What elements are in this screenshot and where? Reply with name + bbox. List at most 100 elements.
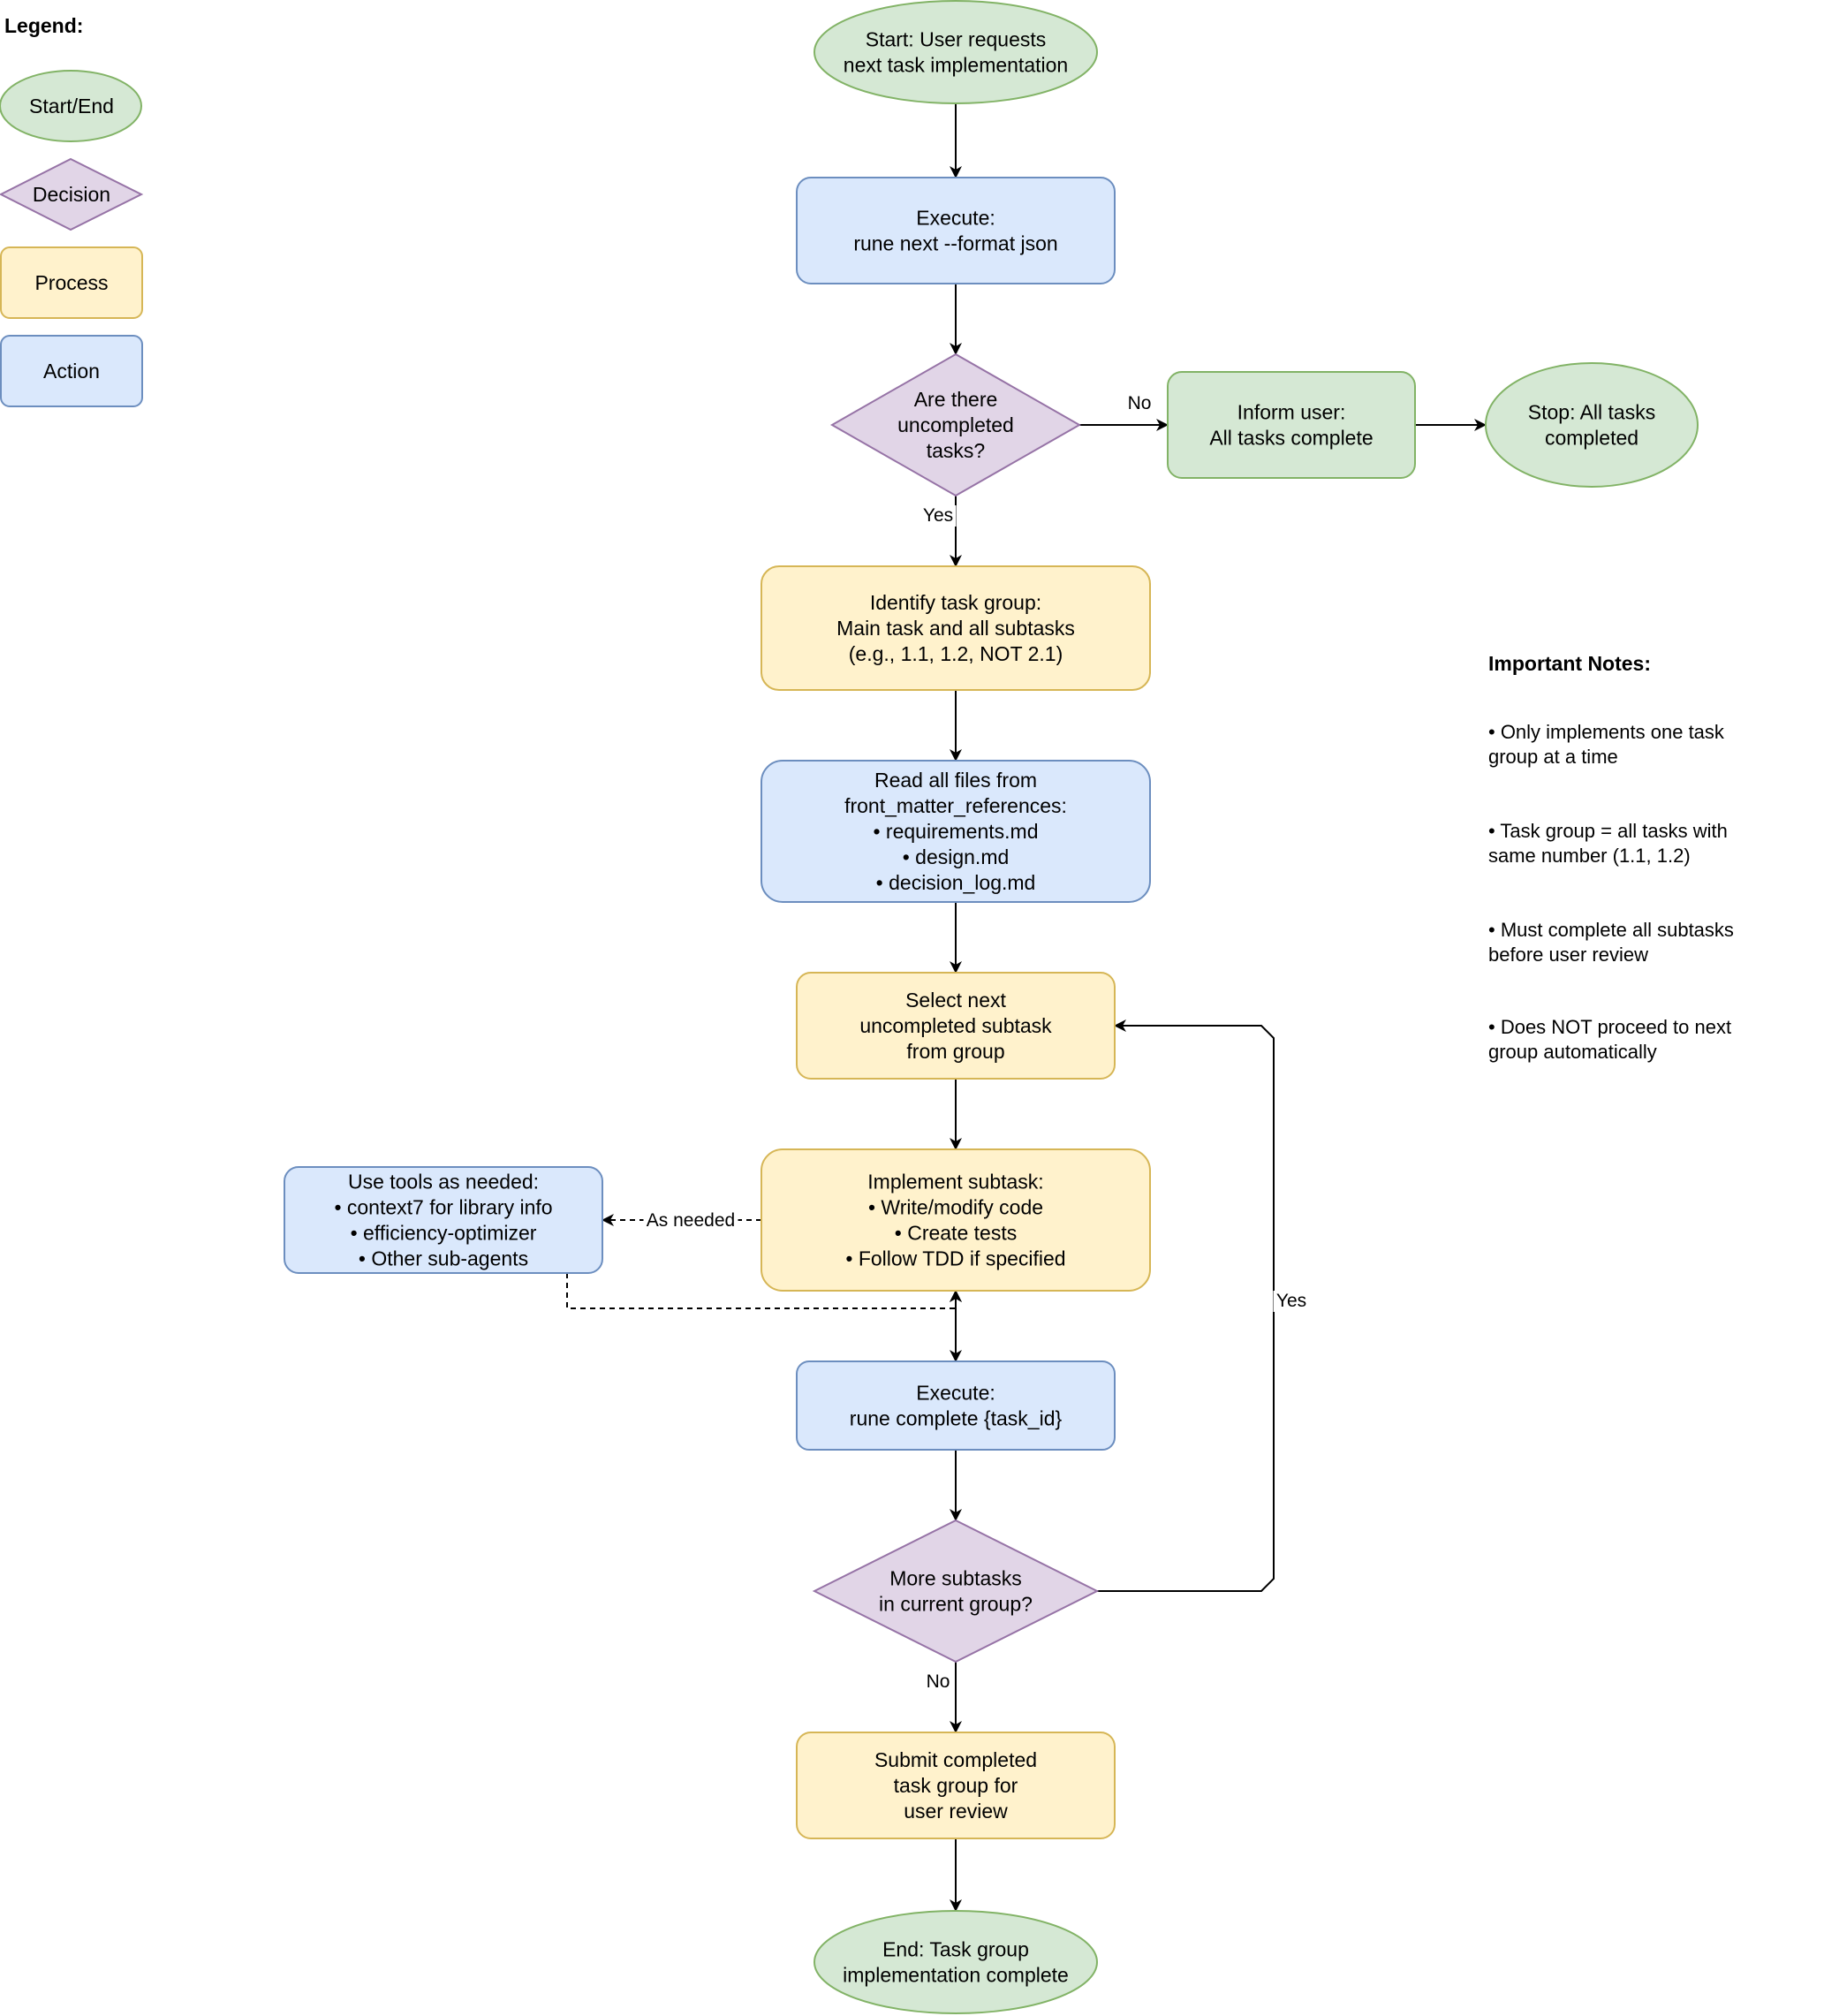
implement-label-line: Implement subtask: [867, 1171, 1043, 1194]
submit-label-line: Submit completed [874, 1748, 1037, 1771]
important-notes: Important Notes: • Only implements one ta… [1488, 652, 1734, 1063]
more-subtasks-shape [812, 1519, 1100, 1664]
read-files-label-line: Read all files from [874, 769, 1037, 792]
use-tools-label-line: Use tools as needed: [348, 1171, 539, 1194]
use-tools-label-line: • context7 for library info [334, 1196, 552, 1219]
select-subtask-label-line: Select next [905, 989, 1006, 1012]
select-subtask-shape [796, 972, 1116, 1080]
implement-label-line: • Write/modify code [868, 1196, 1043, 1219]
check-uncompleted-shape [829, 352, 1082, 497]
use-tools-label: Use tools as needed:• context7 for libra… [334, 1171, 552, 1270]
note-item-line: • Does NOT proceed to next [1488, 1016, 1731, 1038]
check-uncompleted-label-line: tasks? [927, 439, 985, 462]
check-uncompleted-label-line: Are there [914, 388, 998, 411]
legend-swatch-start-end [0, 70, 142, 142]
edge-label-bg-more-yes [1273, 1291, 1310, 1312]
execute-next-label: Execute:rune next --format json [853, 207, 1057, 255]
check-uncompleted-label-line: uncompleted [897, 413, 1014, 436]
edge-label-check-yes: Yes [923, 505, 953, 526]
identify-group-shape [761, 565, 1151, 691]
end-label-line: implementation complete [843, 1964, 1069, 1987]
legend-swatch-process [0, 246, 143, 319]
note-item-line: same number (1.1, 1.2) [1488, 845, 1691, 867]
legend-item-process: Process [0, 246, 143, 319]
edge-line-more-yes [1097, 1019, 1275, 1592]
submit-label: Submit completed task group for user revie… [874, 1748, 1037, 1823]
submit-label-line: user review [904, 1800, 1008, 1823]
read-files-label-line: • design.md [903, 845, 1010, 868]
execute-next-shape [796, 177, 1116, 284]
start-label-line: next task implementation [844, 54, 1068, 77]
implement-shape [761, 1148, 1151, 1292]
execute-complete-shape [796, 1360, 1116, 1451]
edge-label-bg-implement-to-tools [643, 1210, 738, 1232]
inform-user-label-line: All tasks complete [1209, 427, 1373, 450]
use-tools-shape [284, 1166, 603, 1274]
identify-group-label-line: (e.g., 1.1, 1.2, NOT 2.1) [849, 642, 1063, 665]
execute-next-node: Execute:rune next --format json [796, 177, 1116, 284]
notes-title: Important Notes: [1488, 652, 1651, 675]
legend-title: Legend: [4, 14, 83, 37]
implement-label-line: • Create tests [895, 1222, 1017, 1245]
edge-label-more-no: No [927, 1671, 950, 1692]
edge-label-implement-to-tools: As needed [647, 1210, 735, 1231]
select-subtask-label-line: from group [906, 1040, 1004, 1063]
edge-label-more-yes: Yes [1276, 1291, 1306, 1311]
submit-shape [796, 1732, 1116, 1839]
start-shape [814, 0, 1098, 104]
legend-item-start-end: Start/End [0, 70, 142, 142]
start-label-line: Start: User requests [866, 28, 1047, 51]
legend-swatch-decision [0, 157, 144, 231]
execute-next-label-line: rune next --format json [853, 232, 1057, 255]
note-item: • Task group = all tasks with same number… [1488, 820, 1728, 867]
submit-label-line: task group for [894, 1774, 1018, 1797]
edge-check-no: No [1079, 393, 1169, 431]
implement-label-line: • Follow TDD if specified [845, 1247, 1065, 1270]
more-subtasks-label-line: More subtasks [889, 1567, 1022, 1590]
note-item-line: • Must complete all subtasks [1488, 919, 1734, 941]
note-item-line: before user review [1488, 944, 1648, 966]
identify-group-label-line: Main task and all subtasks [836, 617, 1075, 640]
start-label: Start: User requests next task implementa… [844, 28, 1068, 77]
edge-check-yes: Yes [920, 496, 962, 567]
inform-user-label-line: Inform user: [1237, 401, 1346, 424]
inform-user-label: Inform user: All tasks complete [1209, 401, 1373, 450]
start-node: Start: User requests next task implementa… [814, 0, 1098, 104]
submit-node: Submit completed task group for user revie… [796, 1732, 1116, 1839]
execute-complete-label-line: rune complete {task_id} [850, 1407, 1063, 1430]
legend-label-start-end: Start/End [29, 95, 114, 117]
edge-label-bg-more-no [925, 1671, 951, 1693]
read-files-label-line: • decision_log.md [876, 871, 1036, 894]
identify-group-label: Identify task group: Main task and all su… [836, 591, 1075, 665]
end-shape [814, 1910, 1098, 2014]
read-files-shape [761, 760, 1151, 903]
legend-label-action: Action [43, 360, 100, 383]
note-item: • Must complete all subtasks before user … [1488, 919, 1734, 966]
identify-group-label-line: Identify task group: [870, 591, 1041, 614]
execute-next-label-line: Execute: [916, 207, 995, 230]
stop-label-line: Stop: All tasks [1528, 401, 1655, 424]
edge-more-yes: Yes [1097, 1019, 1310, 1592]
read-files-label-line: front_matter_references: [844, 794, 1067, 817]
legend-swatch-action [0, 335, 143, 407]
legend-label-process: Process [34, 271, 108, 294]
edge-implement-to-tools: As needed [602, 1210, 761, 1232]
execute-complete-label-line: Execute: [916, 1382, 995, 1405]
note-item-line: group automatically [1488, 1041, 1657, 1063]
implement-label: Implement subtask:• Write/modify code • C… [845, 1171, 1065, 1270]
note-item-line: group at a time [1488, 746, 1618, 768]
note-item-line: • Task group = all tasks with [1488, 820, 1728, 842]
edge-label-check-no: No [1128, 393, 1152, 413]
